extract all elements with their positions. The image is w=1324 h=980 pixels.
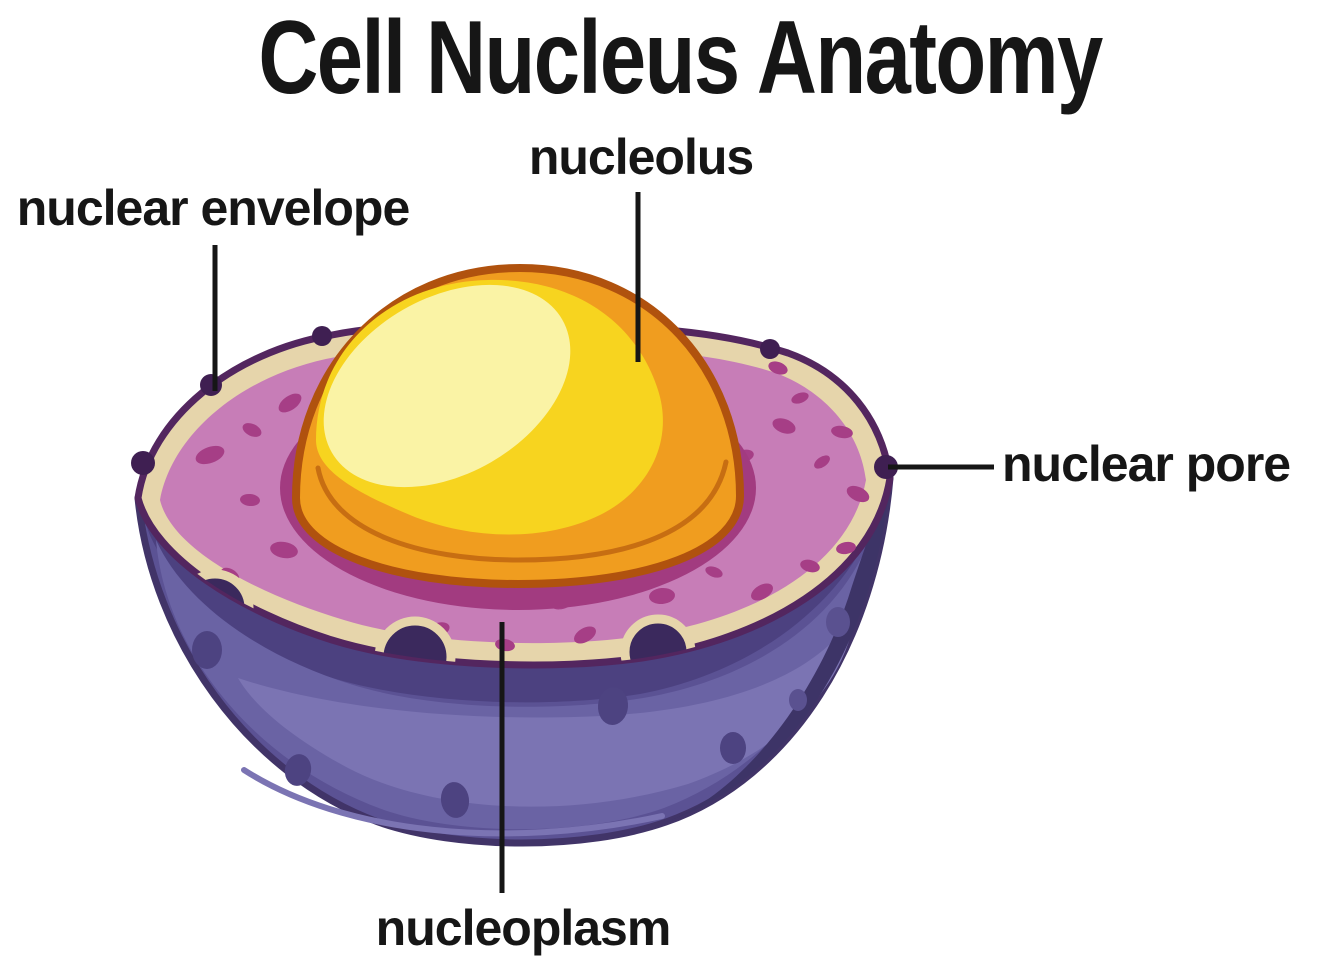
spot bbox=[649, 587, 675, 605]
spot bbox=[751, 583, 773, 601]
spot bbox=[278, 393, 302, 413]
spot bbox=[846, 485, 870, 503]
spot bbox=[760, 339, 780, 359]
pointer-lines bbox=[212, 192, 994, 893]
spot bbox=[440, 782, 470, 818]
spot bbox=[720, 732, 746, 764]
spot bbox=[240, 493, 260, 507]
nucleus-body-spots bbox=[192, 631, 746, 818]
spot bbox=[200, 374, 222, 396]
spot bbox=[705, 566, 723, 578]
spot bbox=[831, 425, 853, 439]
label-nucleolus: nucleolus bbox=[528, 129, 754, 185]
nucleus-body-bottom-rim bbox=[241, 767, 665, 837]
label-nucleoplasm: nucleoplasm bbox=[375, 900, 672, 956]
label-nuclear-pore: nuclear pore bbox=[1002, 436, 1291, 492]
spot bbox=[192, 631, 222, 669]
nucleus-body-highlight bbox=[238, 612, 856, 807]
spot bbox=[131, 451, 155, 475]
page-title: Cell Nucleus Anatomy bbox=[258, 0, 1103, 116]
nucleolus-inner-rim bbox=[315, 459, 729, 563]
nucleolus-group bbox=[280, 264, 756, 610]
spot bbox=[270, 541, 298, 559]
spot bbox=[836, 541, 856, 555]
spot bbox=[800, 559, 820, 573]
spot bbox=[574, 626, 596, 644]
spot bbox=[242, 423, 262, 437]
spot bbox=[772, 418, 796, 434]
spot bbox=[874, 455, 898, 479]
spot bbox=[789, 689, 807, 711]
spot bbox=[284, 754, 312, 786]
spot bbox=[312, 326, 332, 346]
spot bbox=[195, 445, 225, 465]
spot bbox=[597, 687, 629, 725]
spot bbox=[791, 392, 809, 404]
spot bbox=[768, 361, 788, 375]
nucleus-body-spots-light bbox=[789, 607, 850, 711]
spot bbox=[814, 455, 830, 469]
spot bbox=[826, 607, 850, 637]
label-nuclear-envelope: nuclear envelope bbox=[16, 180, 410, 236]
nucleolus-highlight bbox=[323, 284, 571, 488]
